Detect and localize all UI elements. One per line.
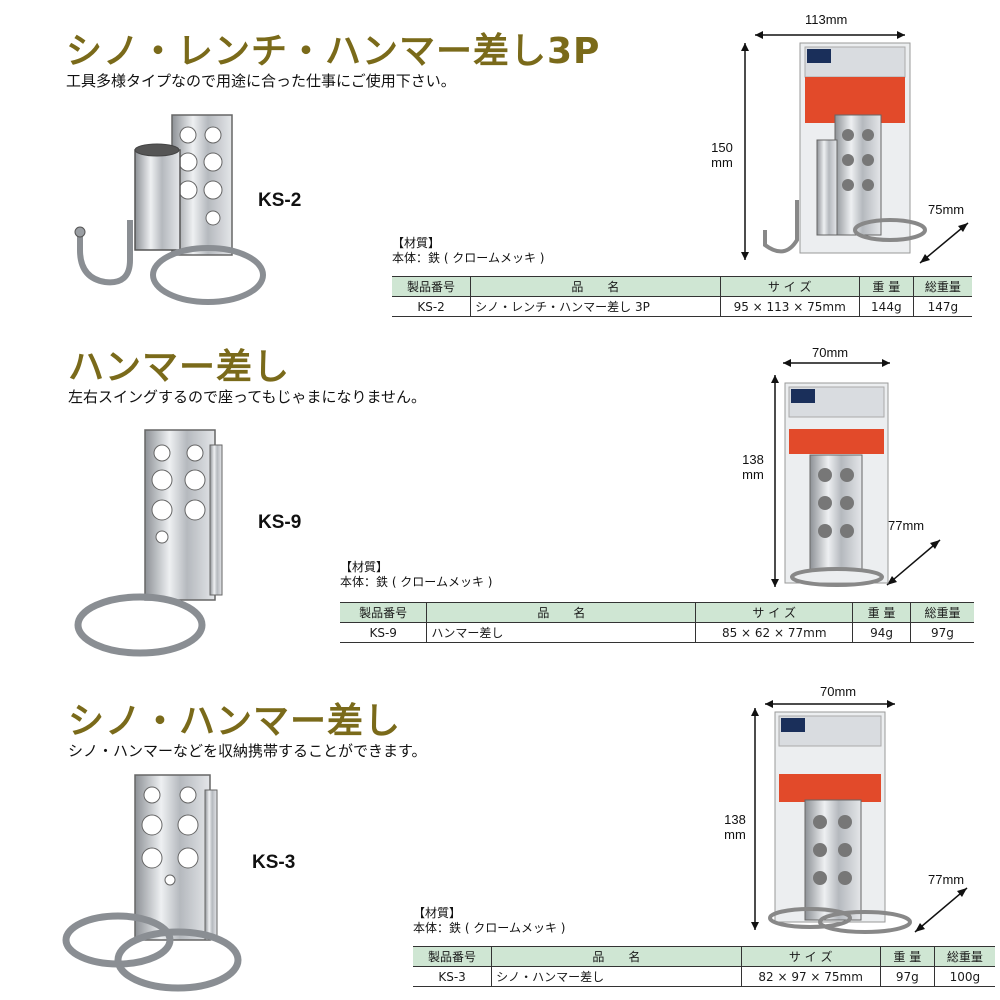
col-header-product-number: 製品番号 [340,602,428,623]
material-text: 本体：鉄 ( クロームメッキ ) [392,251,545,265]
product-description-ks2: 工具多様タイプなので用途に合った仕事にご使用下さい。 [66,72,456,90]
height-value: 150 [711,140,733,155]
dimension-depth-ks9: 77mm [888,518,925,533]
holder-ks2-image [74,114,266,305]
table-header-row: 製品番号 品 名 サ イ ズ 重 量 総重量 [340,602,974,623]
package-ks9-image [771,359,941,587]
height-unit: mm [711,155,733,170]
height-value: 138 [742,452,764,467]
col-header-product-name: 品 名 [426,602,697,623]
material-block-ks9: 【材質】 本体：鉄 ( クロームメッキ ) [340,560,492,590]
cell-weight: 97g [880,966,935,987]
cell-size: 85 × 62 × 77mm [695,622,854,643]
col-header-size: サ イ ズ [695,602,854,623]
material-text: 本体：鉄 ( クロームメッキ ) [340,575,493,589]
cell-total-weight: 100g [934,966,995,987]
product-description-ks9: 左右スイングするので座ってもじゃまになりません。 [68,388,427,406]
col-header-product-name: 品 名 [470,276,721,297]
holder-ks3-image [62,774,242,992]
col-header-product-number: 製品番号 [392,276,472,297]
col-header-weight: 重 量 [859,276,914,297]
spec-table-ks3: 製品番号 品 名 サ イ ズ 重 量 総重量 KS-3 シノ・ハンマー差し 82… [413,946,995,987]
cell-product-number: KS-2 [392,296,472,317]
table-header-row: 製品番号 品 名 サ イ ズ 重 量 総重量 [392,276,972,297]
col-header-total-weight: 総重量 [913,276,972,297]
material-header: 【材質】 [392,236,441,250]
height-unit: mm [742,467,764,482]
dimension-width-ks9: 70mm [812,345,849,360]
col-header-total-weight: 総重量 [910,602,974,623]
model-label-ks9: KS-9 [258,512,302,533]
dimension-depth-ks2: 75mm [928,202,965,217]
material-block-ks3: 【材質】 本体：鉄 ( クロームメッキ ) [413,906,565,936]
product-description-ks3: シノ・ハンマーなどを収納携帯することができます。 [68,742,427,760]
material-block-ks2: 【材質】 本体：鉄 ( クロームメッキ ) [392,236,544,266]
holder-ks9-image [74,429,223,657]
height-value: 138 [724,812,746,827]
table-row: KS-3 シノ・ハンマー差し 82 × 97 × 75mm 97g 100g [413,966,995,987]
dimension-height-ks9: 138 mm [740,452,766,482]
cell-weight: 94g [852,622,911,643]
product-title-ks9: ハンマー差し [68,347,291,388]
dimension-depth-ks3: 77mm [928,872,965,887]
cell-weight: 144g [859,296,914,317]
cell-product-name: ハンマー差し [426,622,697,643]
dimension-width-ks2: 113mm [805,12,848,27]
package-ks2-image [741,31,969,264]
col-header-product-name: 品 名 [491,946,742,967]
package-ks3-image [751,700,968,934]
cell-total-weight: 97g [910,622,974,643]
table-header-row: 製品番号 品 名 サ イ ズ 重 量 総重量 [413,946,995,967]
product-title-ks3: シノ・ハンマー差し [68,701,402,742]
col-header-weight: 重 量 [880,946,935,967]
material-text: 本体：鉄 ( クロームメッキ ) [413,921,566,935]
spec-table-ks9: 製品番号 品 名 サ イ ズ 重 量 総重量 KS-9 ハンマー差し 85 × … [340,602,974,643]
height-unit: mm [724,827,746,842]
cell-total-weight: 147g [913,296,972,317]
spec-table-ks2: 製品番号 品 名 サ イ ズ 重 量 総重量 KS-2 シノ・レンチ・ハンマー差… [392,276,972,317]
table-row: KS-9 ハンマー差し 85 × 62 × 77mm 94g 97g [340,622,974,643]
col-header-total-weight: 総重量 [934,946,995,967]
col-header-weight: 重 量 [852,602,911,623]
cell-product-name: シノ・レンチ・ハンマー差し 3P [470,296,721,317]
dimension-width-ks3: 70mm [820,684,857,699]
model-label-ks2: KS-2 [258,190,302,211]
table-row: KS-2 シノ・レンチ・ハンマー差し 3P 95 × 113 × 75mm 14… [392,296,972,317]
dimension-height-ks2: 150 mm [709,140,735,170]
dimension-height-ks3: 138 mm [722,812,748,842]
cell-product-number: KS-3 [413,966,493,987]
cell-size: 82 × 97 × 75mm [741,966,881,987]
col-header-size: サ イ ズ [741,946,881,967]
model-label-ks3: KS-3 [252,852,296,873]
material-header: 【材質】 [413,906,462,920]
col-header-size: サ イ ズ [720,276,860,297]
cell-product-name: シノ・ハンマー差し [491,966,742,987]
product-title-ks2: シノ・レンチ・ハンマー差し3P [66,31,601,72]
cell-product-number: KS-9 [340,622,428,643]
col-header-product-number: 製品番号 [413,946,493,967]
cell-size: 95 × 113 × 75mm [720,296,860,317]
material-header: 【材質】 [340,560,389,574]
